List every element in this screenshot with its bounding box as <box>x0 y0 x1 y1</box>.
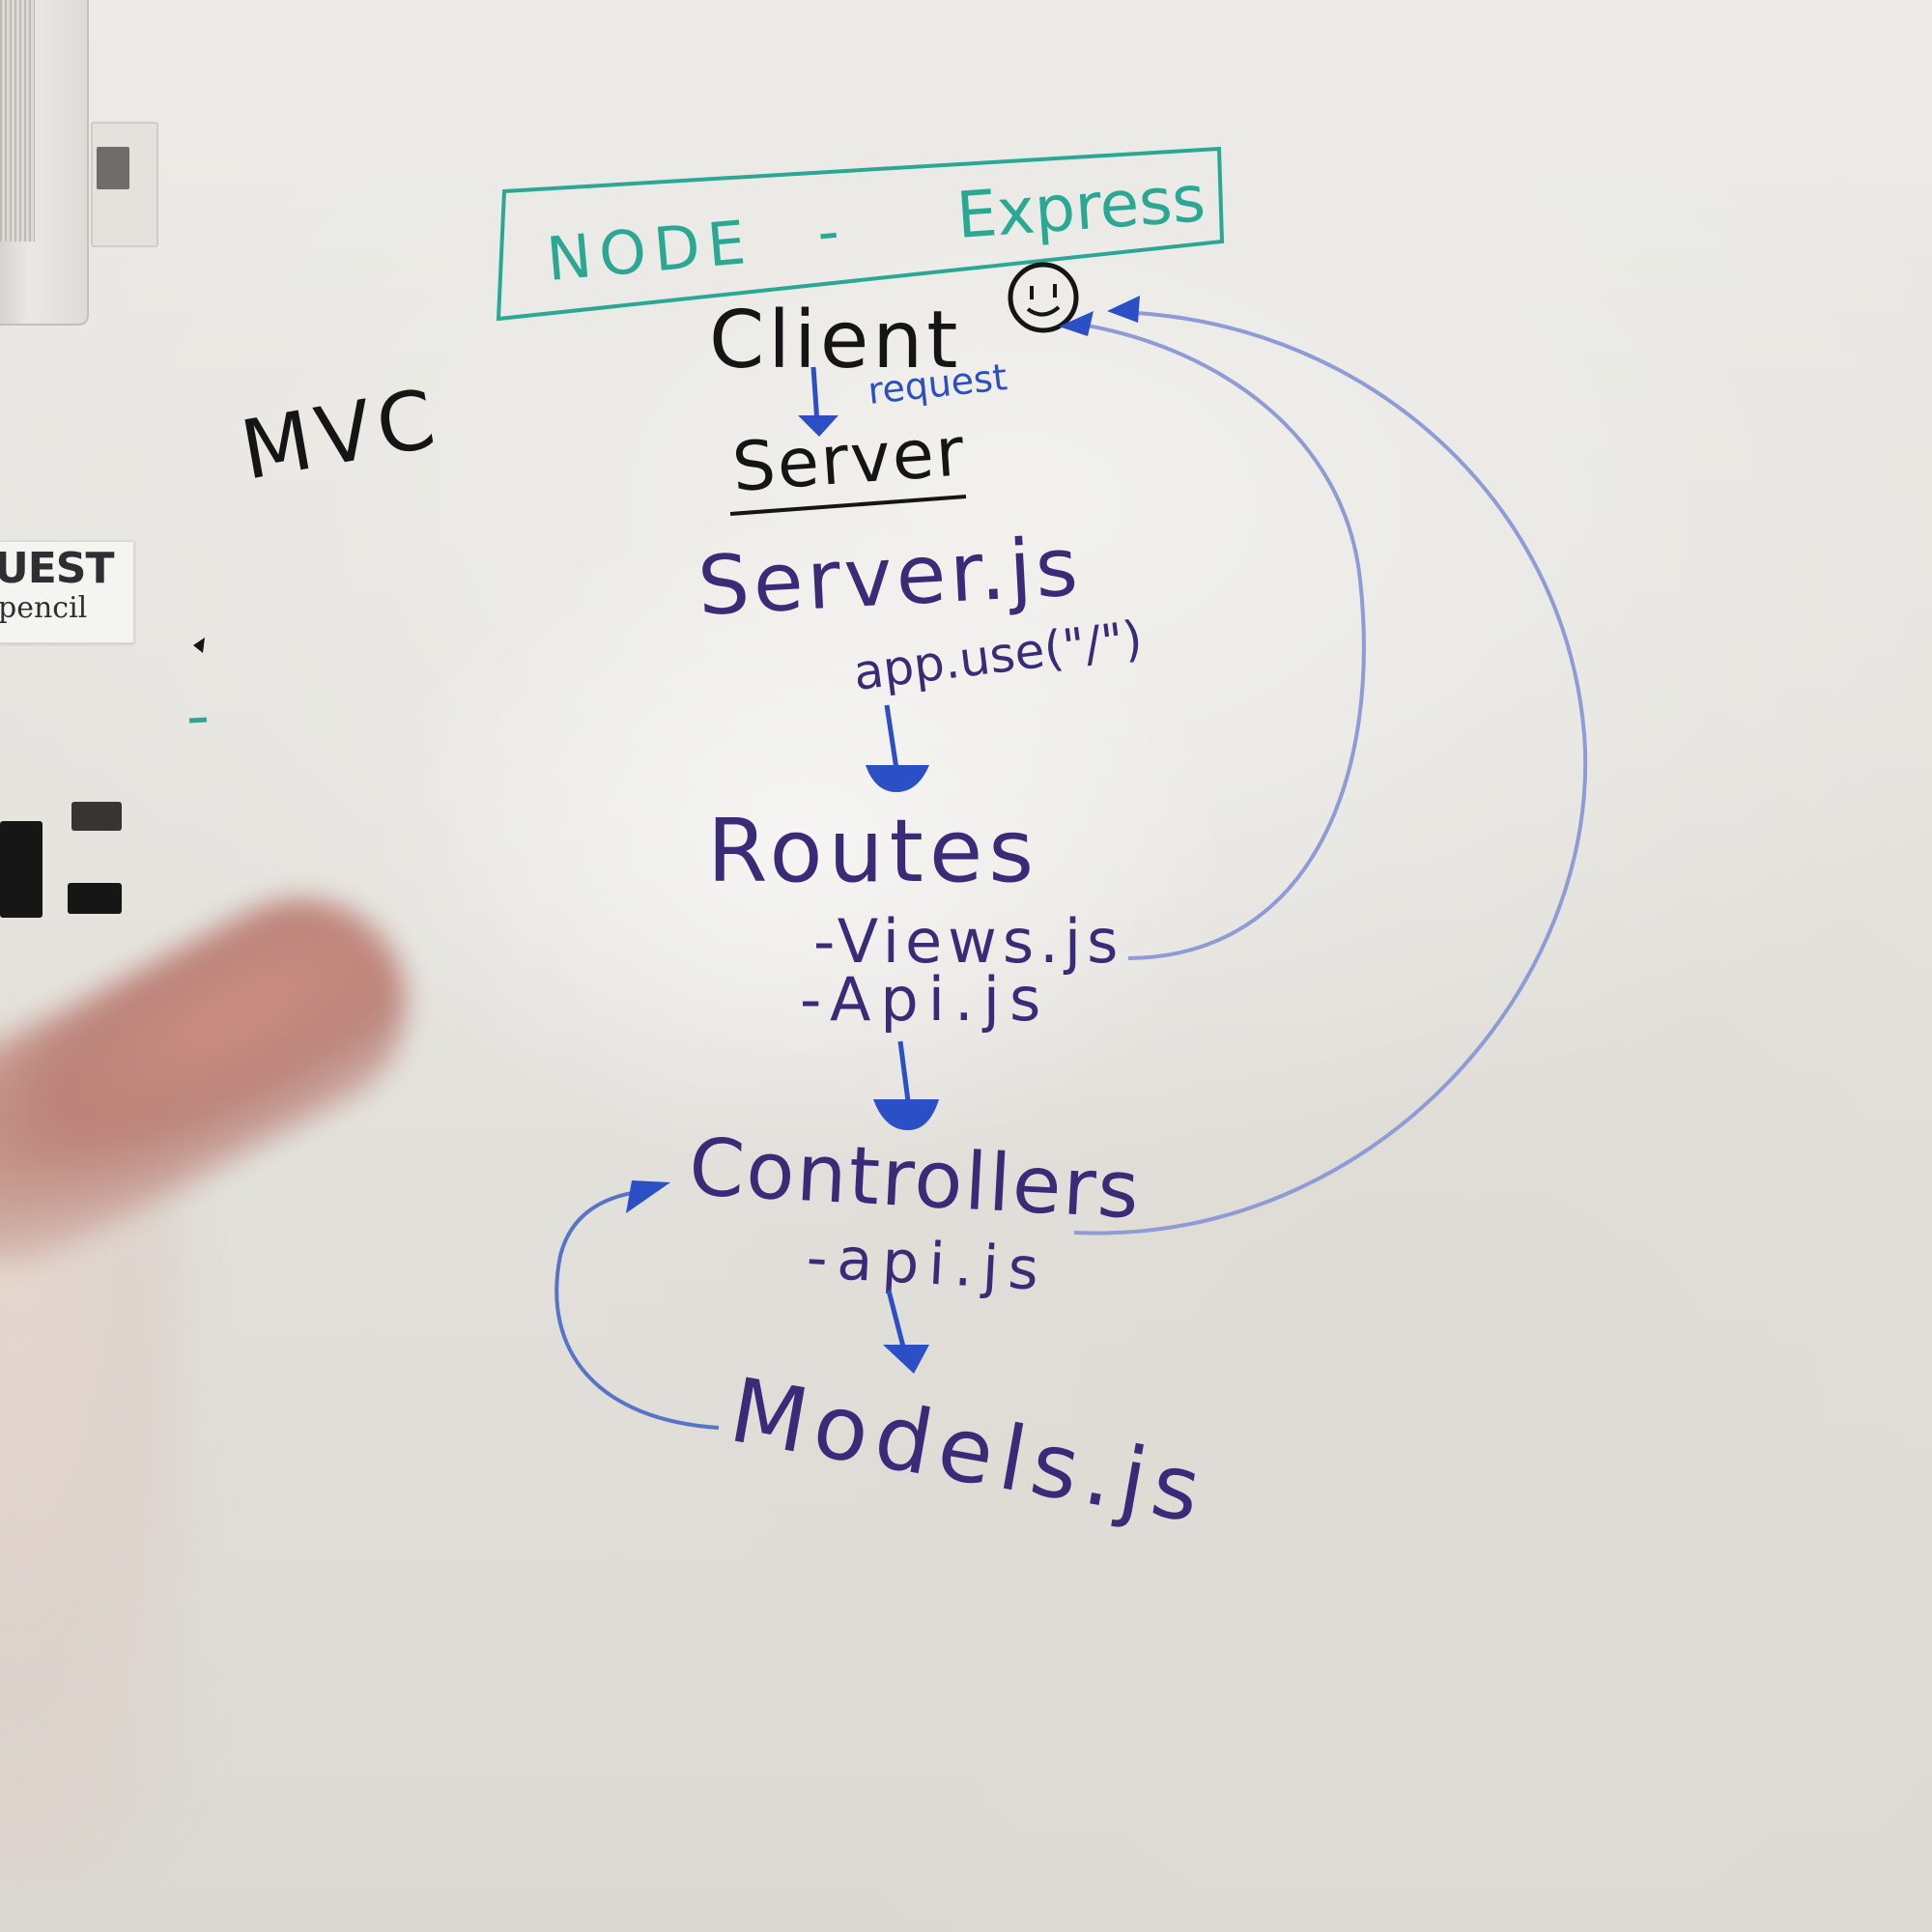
controllers-to-client-curve <box>1073 311 1588 1236</box>
brand-sticker: UEST pencil <box>0 541 134 643</box>
wall-ac-unit <box>0 0 89 326</box>
title-node-text: NODE <box>544 207 756 295</box>
wall-outlet <box>91 122 158 247</box>
views-to-client-curve <box>1081 323 1366 960</box>
sticker-sub-text: pencil <box>0 591 88 625</box>
black-tape-strip <box>71 802 122 831</box>
app-use-label: app.use("/") <box>850 611 1145 701</box>
title-dash-text: - <box>814 195 842 268</box>
models-arrow-head-icon <box>883 1345 929 1374</box>
controllers-to-client-arrow-head-icon <box>1107 296 1140 323</box>
models-js-label: Models.js <box>723 1358 1215 1544</box>
controllers-arrow-head-icon <box>873 1099 939 1130</box>
routes-label: Routes <box>707 801 1039 902</box>
mvc-label: MVC <box>234 370 446 497</box>
controllers-arrow-shaft <box>897 1040 911 1102</box>
views-to-client-arrow-head-icon <box>1059 311 1094 336</box>
views-js-label: -Views.js <box>813 906 1123 977</box>
models-to-controllers-curve <box>554 1190 720 1430</box>
server-underline <box>729 495 967 516</box>
stray-mark <box>193 638 205 653</box>
stray-mark <box>188 717 208 724</box>
server-js-label: Server.js <box>696 519 1084 634</box>
smiley-face-icon <box>1008 262 1079 333</box>
controllers-api-js-label: -api.js <box>805 1224 1050 1304</box>
outlet-slot <box>97 147 129 189</box>
client-label: Client <box>709 295 961 386</box>
title-box-outline <box>496 146 1225 322</box>
ac-grille <box>0 0 35 242</box>
models-arrow-shaft <box>886 1290 907 1351</box>
board-glare <box>367 502 1236 1179</box>
server-label: Server <box>729 412 968 507</box>
models-to-controllers-arrow-head-icon <box>626 1180 670 1213</box>
black-tape-strip <box>0 821 43 918</box>
title-express-text: Express <box>954 161 1208 253</box>
routes-arrow-head-icon <box>866 765 929 792</box>
request-arrow-shaft <box>810 366 820 424</box>
controllers-label: Controllers <box>687 1122 1143 1236</box>
sticker-brand-text: UEST <box>0 544 114 593</box>
api-js-label: -Api.js <box>800 964 1050 1035</box>
request-arrow-head-icon <box>798 415 838 437</box>
black-tape-strip <box>68 883 122 914</box>
routes-arrow-shaft <box>884 704 899 770</box>
